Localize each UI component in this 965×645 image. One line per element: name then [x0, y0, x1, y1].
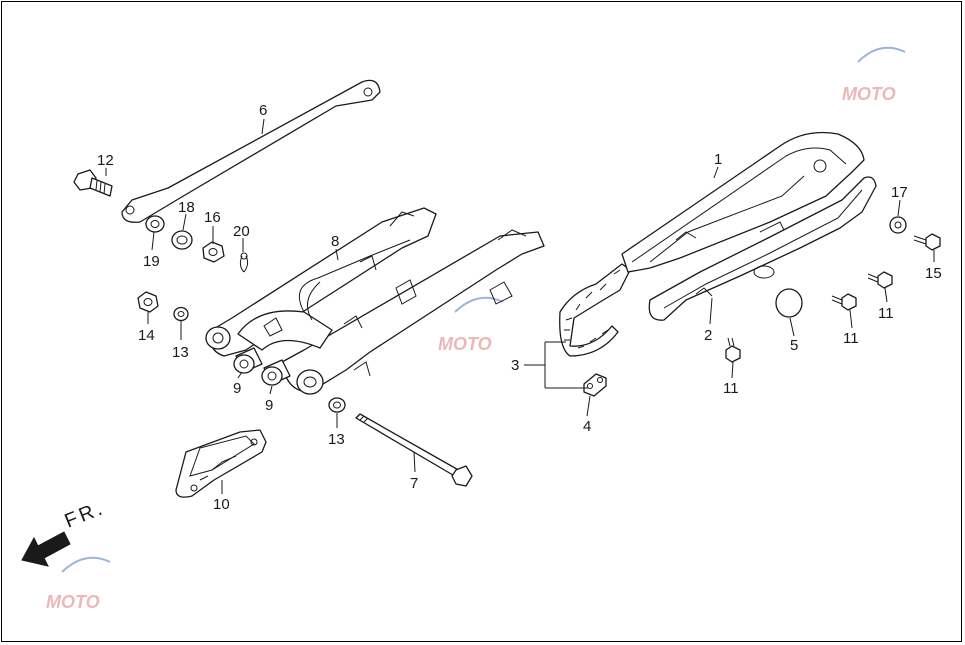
part-9-bushing-left — [233, 347, 263, 374]
part-12-bolt — [73, 169, 113, 197]
part-5-cap — [775, 288, 803, 318]
part-11-bolt-c — [867, 271, 893, 289]
callout-2: 2 — [704, 327, 712, 344]
callout-15: 15 — [925, 265, 942, 282]
part-9-bushing-right — [261, 359, 291, 386]
callout-1: 1 — [714, 151, 722, 168]
callout-11-a: 11 — [723, 380, 739, 397]
part-4-master-link — [583, 373, 607, 397]
part-17-washer — [889, 216, 907, 234]
part-18-washer — [171, 230, 193, 250]
watermark-text: MOTO — [46, 592, 100, 612]
part-2-chain-case-lower — [648, 176, 877, 321]
callout-13-left: 13 — [172, 344, 189, 361]
callout-17: 17 — [891, 184, 908, 201]
front-direction-arrow: FR. — [21, 497, 108, 567]
part-7-axle — [355, 413, 473, 487]
part-11-bolt-b — [831, 293, 857, 311]
callout-14: 14 — [138, 327, 155, 344]
callout-9-right: 9 — [265, 397, 273, 414]
callout-19: 19 — [143, 253, 160, 270]
part-15-bolt — [913, 233, 941, 251]
direction-label: FR. — [62, 497, 108, 533]
watermark-text: MOTO — [842, 84, 896, 104]
part-16-nut — [202, 241, 225, 263]
callout-10: 10 — [213, 496, 230, 513]
part-14-nut — [137, 291, 159, 313]
callout-13-center: 13 — [328, 431, 345, 448]
callout-11-c: 11 — [878, 305, 894, 322]
part-13-washer-center — [328, 397, 346, 413]
part-6-plate — [121, 79, 381, 223]
callout-20: 20 — [233, 223, 250, 240]
part-3-chain — [559, 263, 631, 357]
part-10-slider — [175, 429, 267, 498]
callout-16: 16 — [204, 209, 221, 226]
watermark-text: MOTO — [438, 334, 492, 354]
callout-4: 4 — [583, 418, 591, 435]
callout-11-b: 11 — [843, 330, 859, 347]
callout-labels: 1 2 3 4 5 6 7 8 9 9 10 11 11 11 12 13 13… — [97, 102, 942, 513]
part-11-bolt-a — [725, 337, 741, 363]
watermark-bottom-left: MOTO — [46, 556, 111, 612]
callout-12: 12 — [97, 152, 114, 169]
part-20-pin — [239, 252, 249, 273]
callout-3: 3 — [511, 357, 519, 374]
callout-9-left: 9 — [233, 380, 241, 397]
part-8-swingarm — [205, 207, 545, 395]
part-13-washer-left — [173, 306, 189, 322]
part-19-collar — [145, 215, 165, 233]
leader-lines — [105, 118, 935, 494]
callout-7: 7 — [410, 475, 418, 492]
watermark-top-right: MOTO — [842, 46, 906, 104]
callout-6: 6 — [259, 102, 267, 119]
callout-5: 5 — [790, 337, 798, 354]
callout-8: 8 — [331, 233, 339, 250]
callout-18: 18 — [178, 199, 195, 216]
part-1-chain-case-upper — [621, 131, 865, 273]
watermark-center: MOTO — [438, 296, 504, 354]
